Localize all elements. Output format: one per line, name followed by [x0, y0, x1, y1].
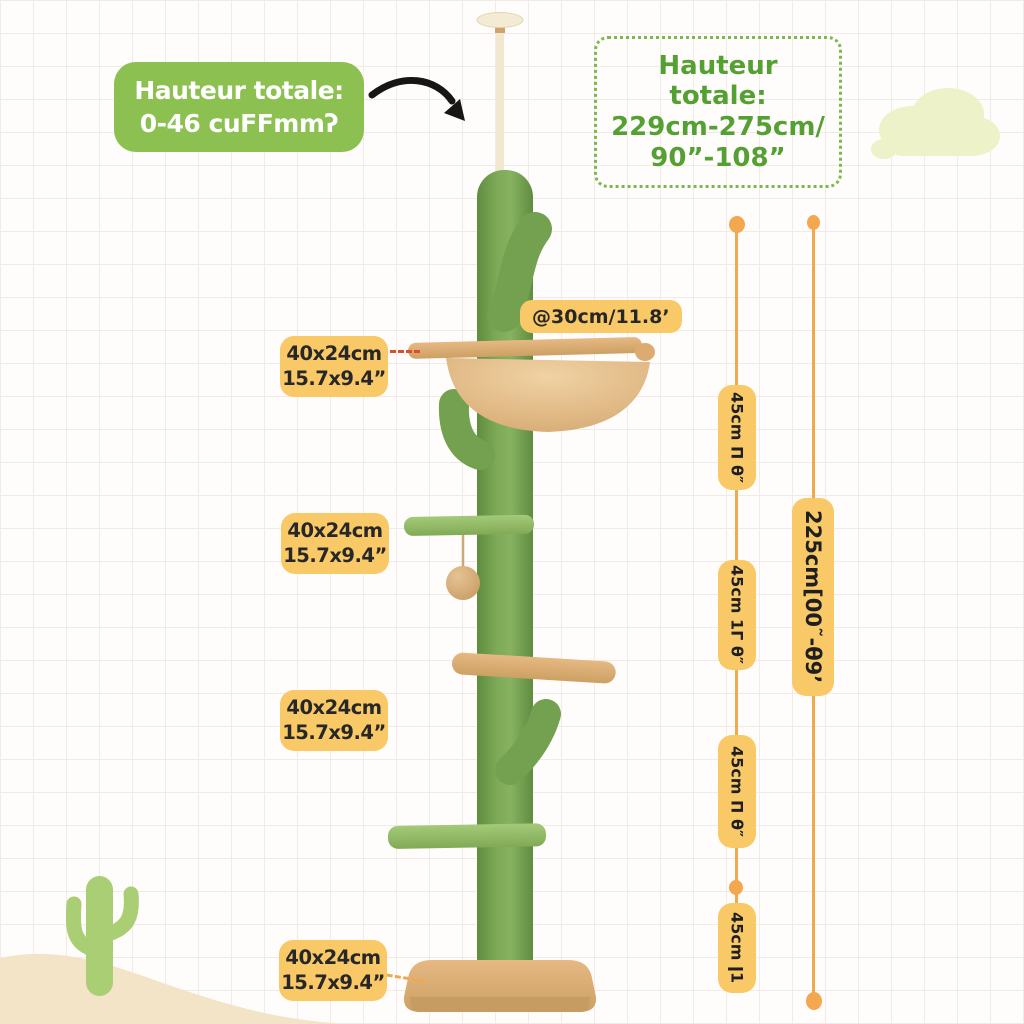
ball-toy: [446, 566, 480, 600]
height-box-line-3: 229cm-275cm/: [611, 112, 825, 142]
cloud: [871, 88, 1000, 159]
platform-size-label-1: 40x24cm 15.7x9.4”: [280, 336, 388, 397]
platform-size-label-4: 40x24cm 15.7x9.4”: [279, 940, 387, 1001]
height-box-line-2: totale:: [669, 81, 767, 112]
ruler-segment-label-4: 45cm ǀ1: [718, 903, 756, 993]
total-height-box: Hauteur totale: 229cm-275cm/ 90”-108”: [594, 36, 842, 188]
total-height-badge: Hauteur totale: 0-46 cuFFmmʔ: [114, 62, 364, 152]
tension-pole: [496, 22, 504, 176]
ruler-dot-bottom-right: [806, 992, 822, 1010]
hammock-diameter-label: @30cm/11.8’: [520, 300, 682, 333]
platform-size-label-2: 40x24cm 15.7x9.4”: [281, 513, 389, 574]
badge-line-2: 0-46 cuFFmmʔ: [139, 109, 339, 138]
badge-line-1: Hauteur totale:: [134, 76, 344, 105]
ruler-dot-top-left: [729, 216, 745, 233]
cactus-decoration: [65, 876, 139, 996]
base-board: [403, 960, 597, 1012]
pointer-arrow: [368, 76, 465, 121]
ruler-dot-top-right: [807, 215, 820, 230]
platform-size-label-3: 40x24cm 15.7x9.4”: [280, 690, 388, 751]
height-box-line-4: 90”-108”: [650, 142, 786, 173]
height-box-line-1: Hauteur: [658, 50, 778, 81]
platform-with-ball: [403, 514, 534, 600]
connector-dashed-red: [390, 350, 420, 353]
ruler-dot-mid: [729, 880, 743, 895]
ruler-segment-label-2: 45cm 1Γ θ″: [718, 560, 756, 670]
ruler-segment-label-1: 45cm Π θ″: [718, 385, 756, 490]
ruler-total-label: 225cm[00˜-θ9’: [792, 498, 834, 696]
ruler-segment-label-3: 45cm Π θ″: [718, 735, 756, 848]
platform-light-green: [387, 823, 547, 849]
ceiling-mount-disc: [476, 12, 524, 28]
sand-dune: [0, 953, 342, 1024]
hammock: [407, 337, 655, 432]
platform-beige: [451, 652, 616, 684]
